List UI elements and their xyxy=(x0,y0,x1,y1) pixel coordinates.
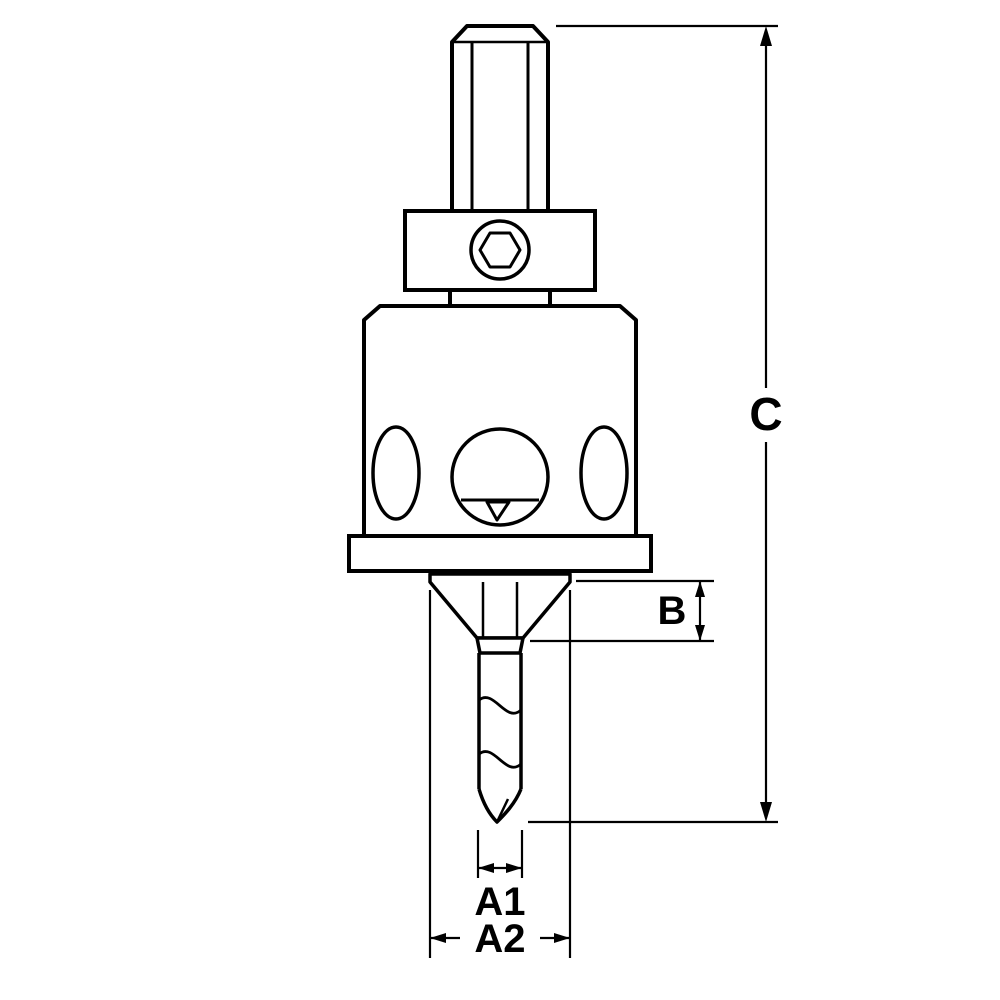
dimension-a2: A2 xyxy=(428,590,572,961)
twist-drill xyxy=(477,653,523,824)
drill-tip-chisel-edge xyxy=(495,798,510,823)
side-window-left xyxy=(371,425,421,521)
inner-screw-tip xyxy=(485,500,511,522)
shank-neck xyxy=(448,290,552,306)
dimension-label-b: B xyxy=(658,589,687,633)
dim-a2-arrow-left xyxy=(430,933,446,943)
set-screw-head xyxy=(469,219,531,281)
dim-c-arrow-down xyxy=(760,802,772,822)
dim-b-arrow-down xyxy=(695,625,705,641)
side-window-right xyxy=(579,425,629,521)
dimension-c: C xyxy=(528,24,783,824)
hex-socket xyxy=(478,231,522,269)
dimension-label-a2: A2 xyxy=(474,917,525,961)
dimension-label-a1: A1 xyxy=(474,880,525,924)
dimension-a1: A1 xyxy=(474,830,526,924)
cutter-clamp-band xyxy=(475,636,525,655)
dimension-b: B xyxy=(530,579,714,643)
drill-flute-upper xyxy=(478,696,522,715)
dim-b-arrow-up xyxy=(695,581,705,597)
countersink-cone xyxy=(428,572,572,640)
dim-a1-arrow-left xyxy=(478,863,494,873)
dim-a2-arrow-right xyxy=(554,933,570,943)
stop-flange-outline xyxy=(347,534,653,573)
lock-collar xyxy=(403,209,597,292)
hex-shank xyxy=(450,24,550,211)
dimension-label-c: C xyxy=(749,388,782,440)
stop-flange xyxy=(347,534,653,573)
dim-a1-arrow-right xyxy=(506,863,522,873)
hex-shank-outline xyxy=(450,24,550,211)
dim-c-arrow-up xyxy=(760,26,772,46)
drill-flute-lower xyxy=(478,750,522,769)
depth-stop-housing xyxy=(362,304,638,538)
